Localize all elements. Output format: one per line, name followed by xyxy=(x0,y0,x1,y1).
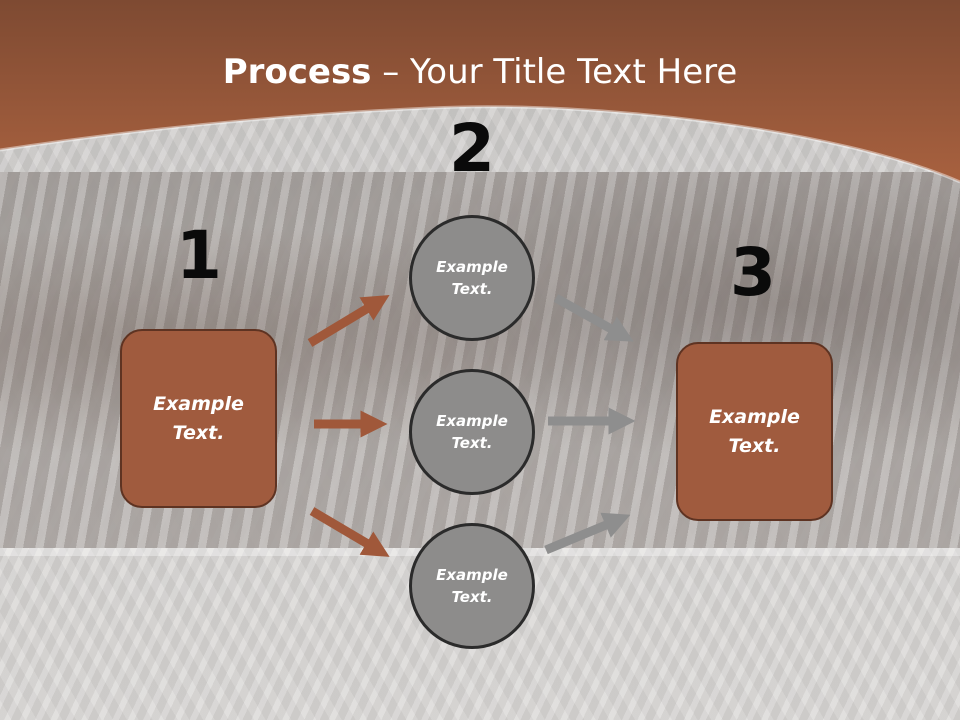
process-box-3: Example Text. xyxy=(676,342,833,521)
process-box-1-label: Example Text. xyxy=(153,393,244,444)
process-box-1: Example Text. xyxy=(120,329,277,508)
process-circle-1: Example Text. xyxy=(409,215,535,341)
title-bold: Process xyxy=(222,52,372,92)
header-banner xyxy=(0,0,960,184)
process-circle-2: Example Text. xyxy=(409,369,535,495)
process-circle-2-label: Example Text. xyxy=(436,411,508,453)
step-number-1: 1 xyxy=(176,217,222,294)
arrow-box1-circle3 xyxy=(309,507,390,557)
arrow-circle3-box3 xyxy=(544,512,631,555)
process-box-3-label: Example Text. xyxy=(709,406,800,457)
process-circle-1-label: Example Text. xyxy=(436,257,508,299)
page-title: Process – Your Title Text Here xyxy=(0,52,960,92)
arrow-circle1-box3 xyxy=(553,294,634,342)
arrow-box1-circle1 xyxy=(307,295,390,347)
process-circle-3-label: Example Text. xyxy=(436,565,508,607)
title-rest: – Your Title Text Here xyxy=(371,52,738,92)
process-circle-3: Example Text. xyxy=(409,523,535,649)
step-number-3: 3 xyxy=(730,234,776,311)
step-number-2: 2 xyxy=(449,110,495,187)
